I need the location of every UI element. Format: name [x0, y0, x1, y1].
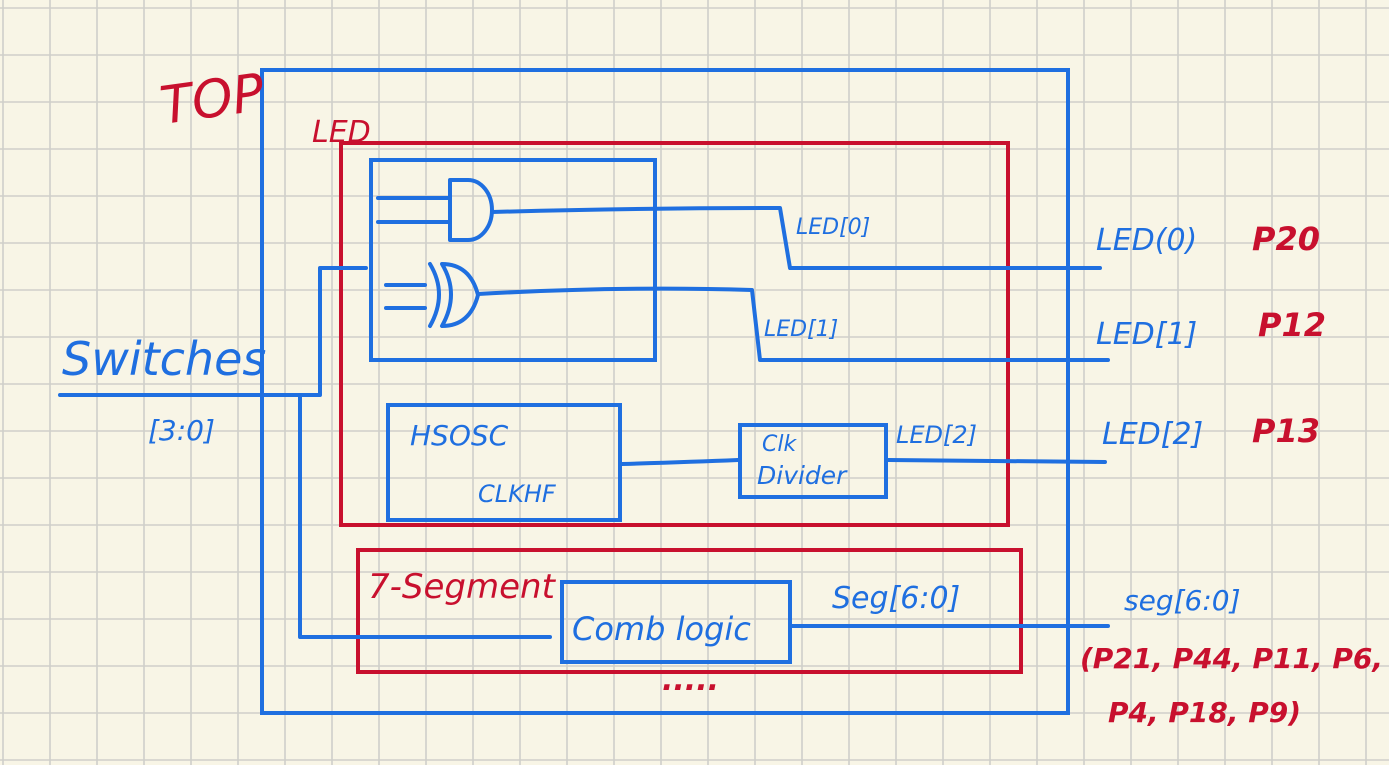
clk-divider-label-line1: Clk [762, 432, 797, 457]
top-module-box [260, 68, 1070, 715]
led-module-label: LED [312, 115, 371, 150]
hsosc-label: HSOSC [410, 419, 509, 452]
and-gate [376, 178, 494, 242]
logic-gates-box [369, 158, 657, 362]
led0-inner-label: LED[0] [796, 215, 870, 240]
led2-inner-label: LED[2] [896, 421, 977, 449]
xor-gate [384, 262, 480, 328]
wires [58, 206, 1110, 639]
led0-wire [490, 206, 1102, 270]
led0-pin: P20 [1252, 220, 1320, 258]
switches-label: Switches [62, 332, 266, 386]
led0-out-label: LED(0) [1096, 223, 1197, 258]
led2-wire [886, 458, 1107, 464]
led2-out-label: LED[2] [1102, 417, 1203, 452]
clkhf-label: CLKHF [478, 480, 557, 508]
seven-segment-label: 7-Segment [368, 567, 557, 607]
switches-to-gates-wire [58, 266, 368, 397]
switches-width-label: [3:0] [148, 414, 215, 447]
hsosc-box [386, 403, 622, 522]
seg-inner-label: Seg[6:0] [832, 581, 960, 616]
clk-divider-box [738, 423, 888, 499]
clkhf-wire [620, 458, 740, 466]
led1-wire [476, 286, 1110, 362]
clk-divider-label-line2: Divider [757, 461, 848, 490]
led2-pin: P13 [1252, 412, 1320, 450]
seg-pins-line2: P4, P18, P9) [1108, 696, 1301, 729]
more-dots: ..... [662, 663, 719, 698]
comb-logic-box [560, 580, 792, 664]
seven-segment-module-box [356, 548, 1023, 674]
led-module-box [339, 141, 1010, 527]
seg-pins-line1: (P21, P44, P11, P6, [1080, 642, 1383, 675]
seg-out-label: seg[6:0] [1124, 584, 1241, 617]
led1-out-label: LED[1] [1096, 317, 1197, 352]
comb-logic-label: Comb logic [572, 610, 751, 648]
top-label: TOP [157, 63, 269, 137]
switches-to-comb-wire [298, 393, 552, 639]
led1-pin: P12 [1258, 306, 1326, 344]
led1-inner-label: LED[1] [764, 317, 838, 342]
